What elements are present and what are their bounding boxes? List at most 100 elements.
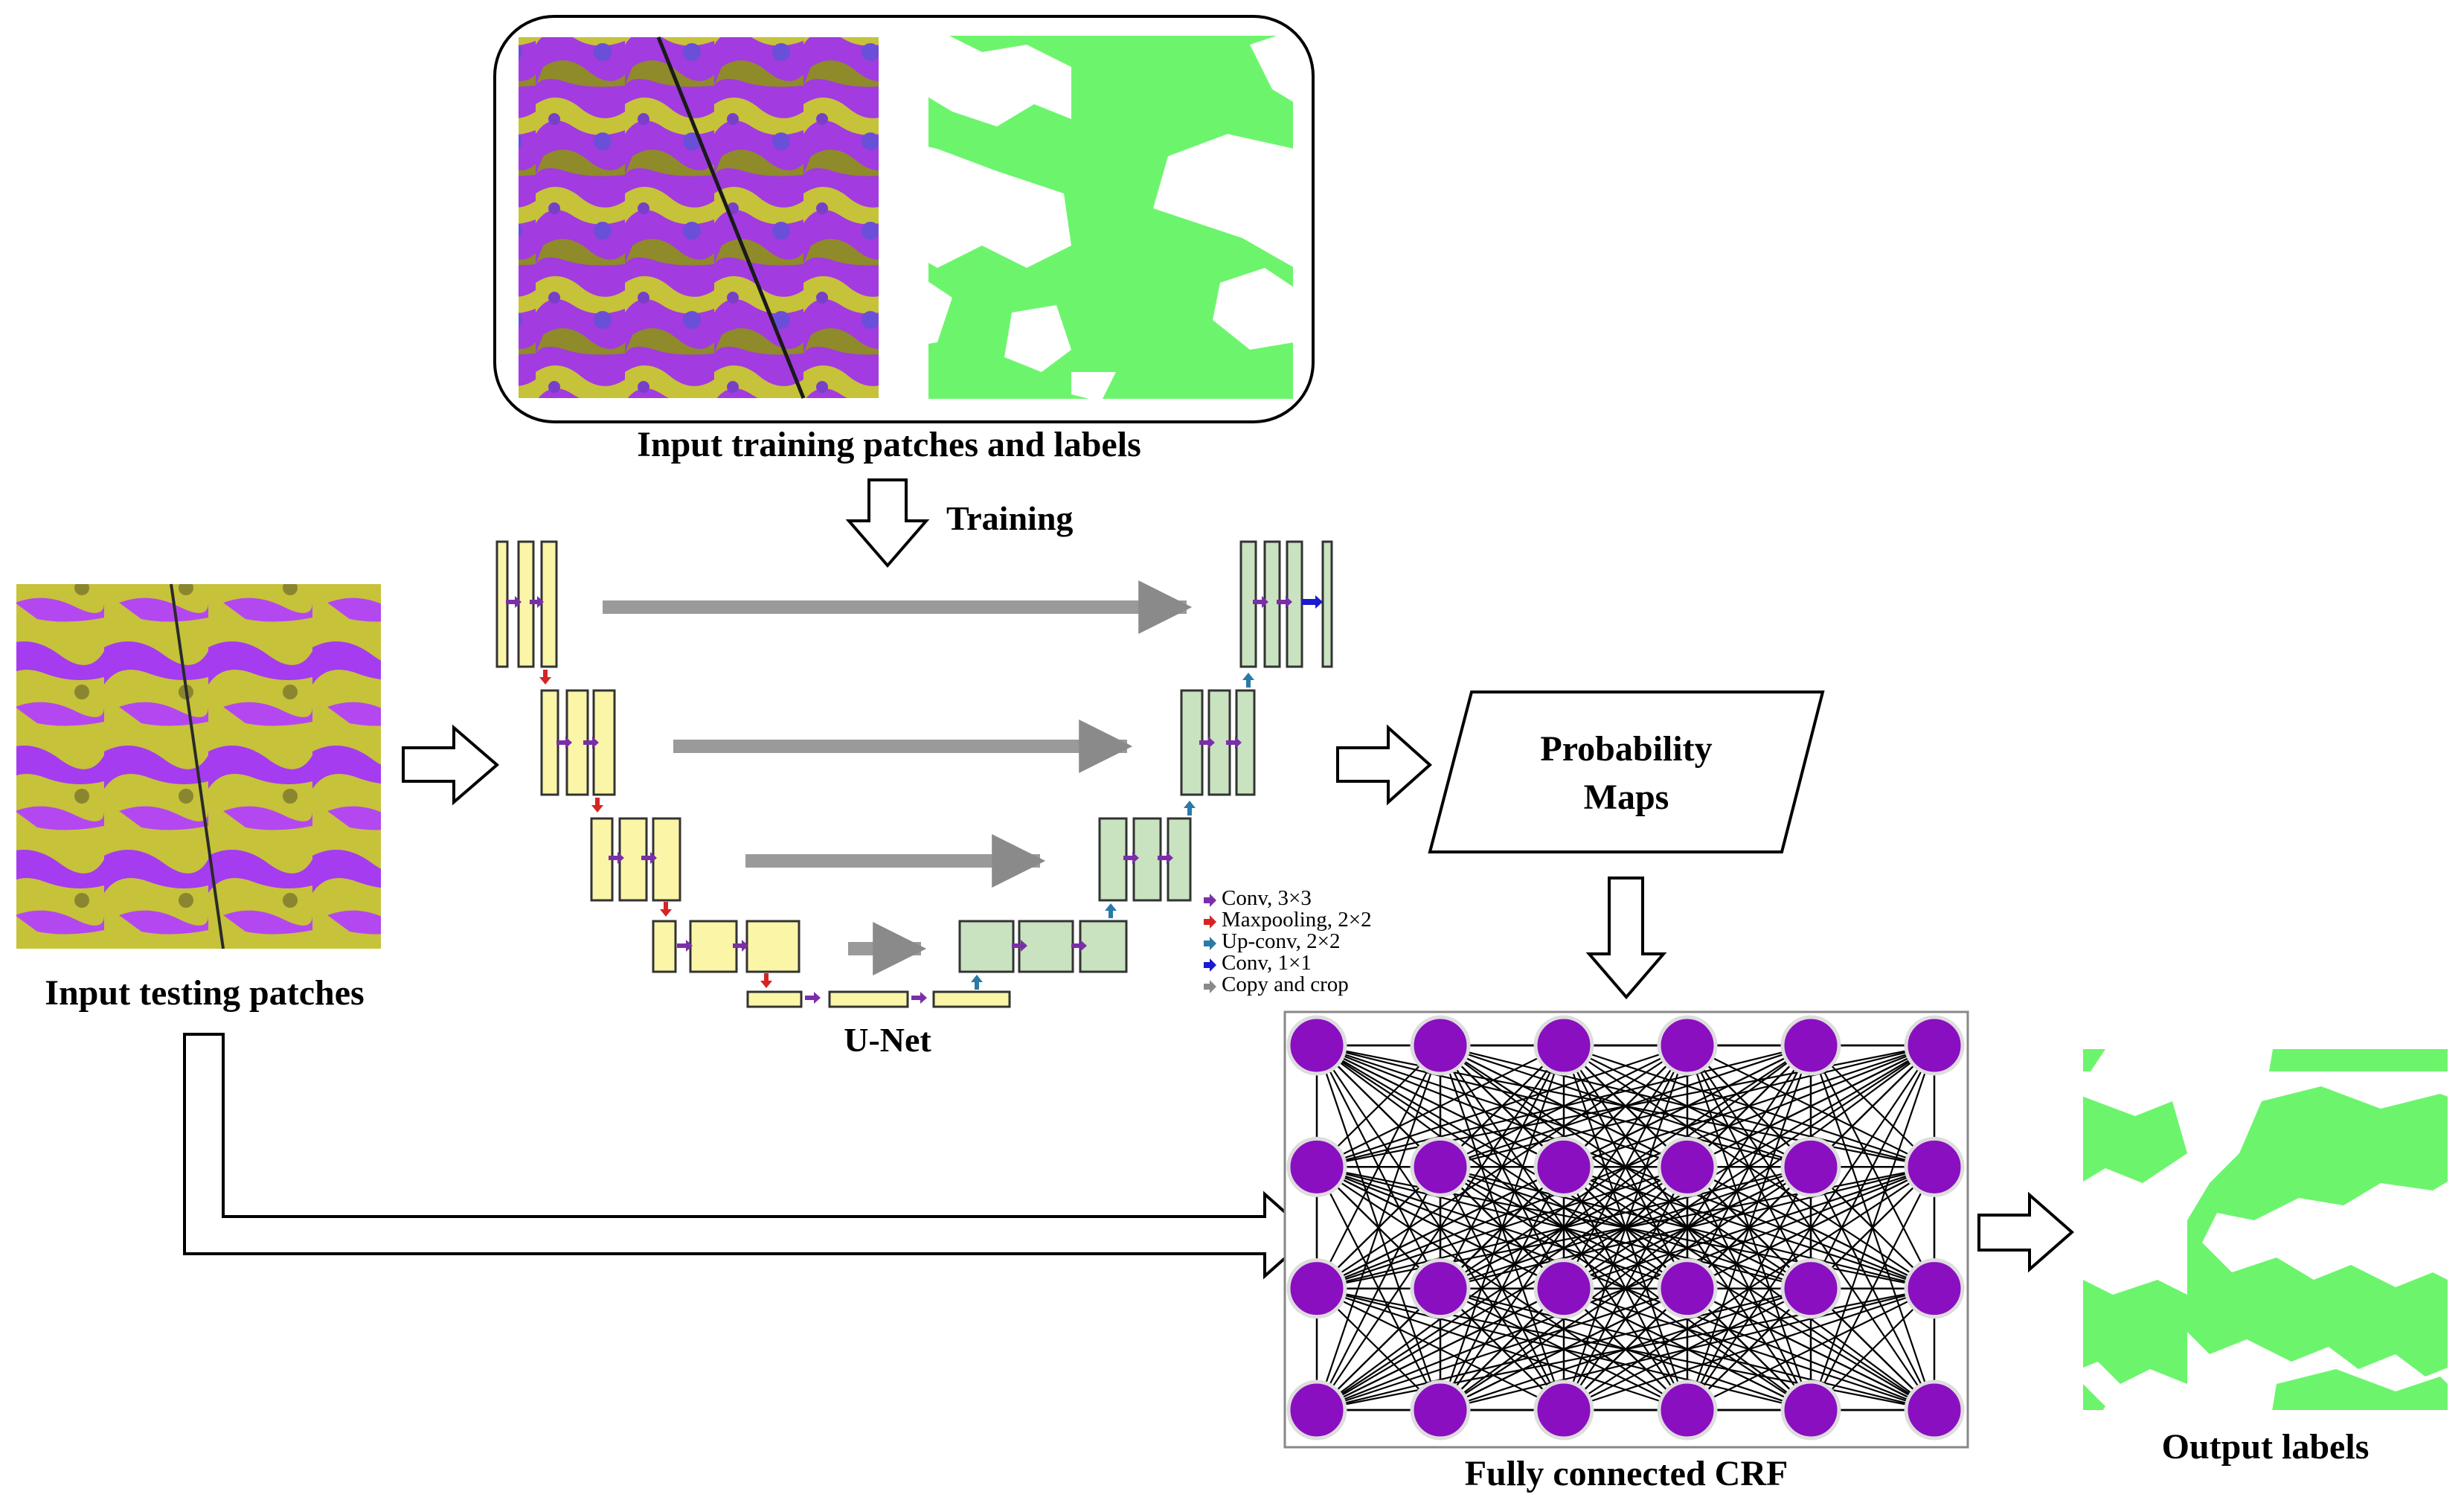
encoder-level4: [652, 920, 801, 973]
encoder-block: [652, 817, 681, 902]
encoder-level3: [590, 817, 681, 902]
encoder-block: [540, 540, 558, 668]
conv-arrow: [1253, 596, 1268, 608]
conv-arrow: [1012, 940, 1027, 952]
conv-arrow: [583, 737, 599, 749]
crf-node: [1533, 1136, 1594, 1197]
decoder-level2: [1180, 689, 1256, 796]
crf-node: [1533, 1015, 1594, 1076]
encoder-block: [592, 689, 616, 796]
training-image-patch: [519, 37, 879, 398]
upconv-arrow: [971, 975, 983, 990]
upconv-arrow: [1242, 673, 1254, 688]
crf-edge: [1809, 1045, 1936, 1411]
crf-edge: [1315, 1045, 1442, 1411]
encoder-block: [652, 920, 677, 973]
crf-caption: Fully connected CRF: [1465, 1454, 1788, 1493]
crf-node: [1410, 1015, 1471, 1076]
crf-node: [1904, 1015, 1965, 1076]
crf-edge: [1440, 1166, 1565, 1411]
unet-operation-arrows: [506, 595, 1323, 1004]
crf-node: [1904, 1136, 1965, 1197]
crf-edge: [1686, 1045, 1812, 1411]
decoder-level3: [1098, 817, 1192, 902]
maxpool-arrow: [660, 902, 672, 917]
crf-node: [1286, 1015, 1347, 1076]
decoder-block: [1132, 817, 1162, 902]
conv-arrow: [733, 940, 748, 952]
conv-arrow: [1226, 737, 1242, 749]
crf-node: [1533, 1258, 1594, 1319]
conv-arrow: [1123, 852, 1139, 864]
arrow-crf-to-output: [1977, 1191, 2075, 1273]
crf-node: [1286, 1258, 1347, 1319]
maxpool-arrow: [539, 670, 551, 685]
crf-node: [1780, 1015, 1841, 1076]
crf-nodes: [1286, 1015, 1965, 1441]
crf-edge: [1687, 1045, 1812, 1289]
crf-node: [1286, 1380, 1347, 1441]
legend-marker: [1204, 894, 1216, 907]
crf-edge: [1810, 1045, 1935, 1289]
decoder-block: [1098, 817, 1128, 902]
upconv-arrow: [1105, 903, 1117, 918]
bottleneck: [746, 990, 1011, 1008]
training-label-patch: [928, 36, 1293, 399]
crf-node: [1904, 1380, 1965, 1441]
training-patches-caption: Input training patches and labels: [637, 425, 1141, 464]
training-arrow: [845, 478, 930, 568]
conv-arrow: [677, 940, 693, 952]
decoder-level4: [958, 920, 1128, 973]
crf-edge: [1563, 1045, 1688, 1289]
crf-edge: [1316, 1166, 1441, 1411]
training-label: Training: [946, 499, 1073, 537]
skip-connections: [603, 580, 1193, 975]
testing-image-road: [170, 583, 225, 949]
crf-node: [1780, 1380, 1841, 1441]
legend-marker: [1204, 937, 1216, 950]
conv1x1-arrow: [1302, 595, 1323, 609]
legend-label: Maxpooling, 2×2: [1222, 908, 1372, 932]
conv-arrow: [1158, 852, 1173, 864]
decoder-block: [1018, 920, 1074, 973]
conv-arrow: [506, 596, 522, 608]
legend-label: Conv, 3×3: [1222, 886, 1312, 910]
crf-node: [1657, 1380, 1718, 1441]
crf-edge: [1440, 1045, 1565, 1289]
crf-node: [1780, 1136, 1841, 1197]
legend-label: Up-conv, 2×2: [1222, 929, 1340, 953]
output-caption: Output labels: [2162, 1427, 2370, 1467]
legend-label: Copy and crop: [1222, 973, 1349, 996]
encoder-block: [745, 920, 801, 973]
crf-node: [1410, 1258, 1471, 1319]
crf-node: [1657, 1258, 1718, 1319]
arrow-testing-to-unet: [402, 724, 500, 806]
arrow-probability-to-crf: [1585, 877, 1667, 1000]
crf-node: [1780, 1258, 1841, 1319]
legend-marker: [1204, 980, 1216, 993]
bottleneck-block: [932, 990, 1011, 1008]
crf-node: [1657, 1136, 1718, 1197]
crf-node: [1286, 1136, 1347, 1197]
conv-arrow: [530, 596, 544, 608]
decoder-block: [1079, 920, 1128, 973]
arrow-unet-to-probability-maps: [1336, 724, 1433, 806]
crf-node: [1904, 1258, 1965, 1319]
encoder-block: [540, 689, 559, 796]
conv-arrow: [641, 852, 657, 864]
training-image-road: [656, 36, 806, 399]
conv-arrow: [911, 992, 927, 1004]
unet-caption: U-Net: [844, 1021, 931, 1059]
probability-maps-shape: [1428, 690, 1825, 853]
decoder-block: [1180, 689, 1204, 796]
maxpool-arrow: [760, 973, 772, 988]
conv-arrow: [609, 852, 624, 864]
encoder-level1: [495, 540, 558, 668]
crf-node: [1410, 1380, 1471, 1441]
legend-marker: [1204, 958, 1216, 972]
probability-maps-label-line2: Maps: [1584, 778, 1669, 817]
crf-edge: [1810, 1166, 1935, 1411]
crf-node: [1410, 1136, 1471, 1197]
